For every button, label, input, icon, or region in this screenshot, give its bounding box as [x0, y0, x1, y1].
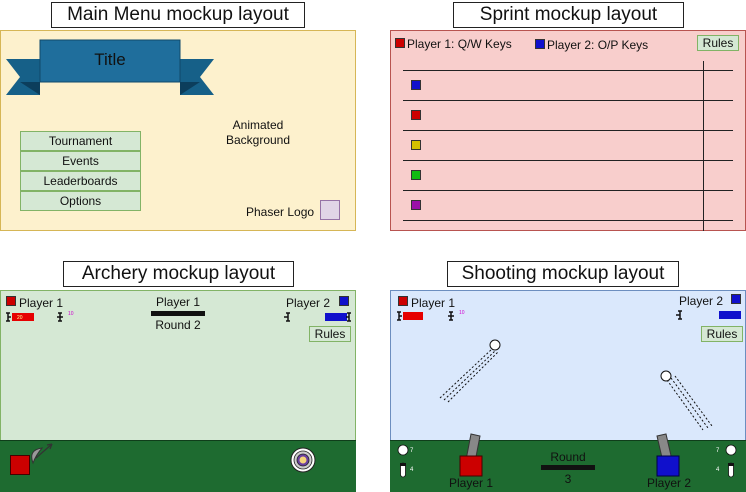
- shooting-right-shell-count: 4: [716, 467, 720, 473]
- sprint-player1-color: [395, 38, 405, 48]
- caption-main-menu: Main Menu mockup layout: [51, 2, 305, 28]
- archery-rules-button[interactable]: Rules: [309, 326, 351, 342]
- sprint-lane-line: [403, 220, 733, 221]
- caption-shooting: Shooting mockup layout: [447, 261, 679, 287]
- left-clay-target: [489, 339, 501, 351]
- archery-player1-name: Player 1: [19, 296, 64, 310]
- archery-turn-bar: [151, 311, 205, 316]
- caption-archery: Archery mockup layout: [63, 261, 294, 287]
- sprint-rules-button[interactable]: Rules: [697, 35, 739, 51]
- shooting-player2-power-meter: [676, 310, 741, 320]
- shooting-ground: [390, 440, 746, 492]
- shooting-player2-color: [731, 294, 741, 304]
- shooting-right-clay-count: 7: [716, 448, 720, 454]
- bow-icon: [31, 443, 53, 465]
- shooting-player2-gun: [656, 433, 680, 477]
- sprint-runner-blue: [411, 80, 421, 90]
- svg-text:20: 20: [17, 315, 23, 321]
- right-clay-target: [660, 370, 672, 382]
- menu-item-options[interactable]: Options: [20, 191, 141, 211]
- shooting-player1-name: Player 1: [411, 296, 456, 310]
- shooting-player2-name: Player 2: [679, 294, 724, 308]
- ribbon-fold-left: [20, 82, 40, 95]
- shooting-left-ammo-icons: [397, 444, 409, 478]
- shooting-player1-power-label: 10: [459, 310, 465, 316]
- left-clay-trajectory: [439, 347, 499, 403]
- title-ribbon: [6, 39, 214, 95]
- shooting-bottom-player2: Player 2: [647, 476, 692, 490]
- sprint-finish-line: [703, 61, 704, 231]
- archery-player2-name: Player 2: [286, 296, 331, 310]
- archery-target-icon: [290, 447, 316, 473]
- right-clay-trajectory: [666, 375, 713, 431]
- archery-current-player: Player 1: [155, 295, 201, 309]
- sprint-player2-color: [535, 39, 545, 49]
- shooting-left-clay-count: 7: [410, 448, 414, 454]
- menu-item-events[interactable]: Events: [20, 151, 141, 171]
- shooting-player1-color: [398, 296, 408, 306]
- shooting-player1-gun: [459, 433, 483, 477]
- archery-player1-power-label: 10: [68, 311, 74, 317]
- shooting-trajectories: [439, 339, 713, 431]
- sprint-lane-line: [403, 160, 733, 161]
- menu-item-leaderboards[interactable]: Leaderboards: [20, 171, 141, 191]
- shooting-round-bar: [541, 465, 595, 470]
- archery-player1-color: [6, 296, 16, 306]
- archery-player2-power-meter: [284, 312, 351, 322]
- animated-background-label: Animated Background: [225, 118, 291, 147]
- shooting-bottom-player1: Player 1: [449, 476, 494, 490]
- sprint-lane-line: [403, 190, 733, 191]
- archery-player1-power-meter: 20: [6, 312, 63, 322]
- shooting-round-label: Round: [550, 450, 586, 464]
- sprint-runner-yellow: [411, 140, 421, 150]
- menu-item-tournament[interactable]: Tournament: [20, 131, 141, 151]
- shooting-left-shell-count: 4: [410, 467, 414, 473]
- phaser-logo-placeholder: [320, 200, 340, 220]
- ribbon-body: [39, 39, 181, 83]
- sprint-runner-green: [411, 170, 421, 180]
- ribbon-fold-right: [180, 82, 200, 95]
- caption-sprint: Sprint mockup layout: [453, 2, 684, 28]
- sprint-lane-line: [403, 70, 733, 71]
- shooting-right-ammo-icons: [725, 444, 737, 478]
- shooting-rules-button[interactable]: Rules: [701, 326, 743, 342]
- shooting-player1-power-meter: [397, 311, 454, 321]
- sprint-runner-red: [411, 110, 421, 120]
- sprint-player2-keys: Player 2: O/P Keys: [547, 38, 649, 52]
- sprint-lane-line: [403, 130, 733, 131]
- archery-player-block: [10, 455, 30, 475]
- archery-round-label: Round 2: [155, 318, 201, 332]
- archery-player2-color: [339, 296, 349, 306]
- menu-title: Title: [94, 50, 126, 69]
- sprint-player1-keys: Player 1: Q/W Keys: [407, 37, 512, 51]
- phaser-logo-label: Phaser Logo: [246, 205, 315, 219]
- sprint-lane-line: [403, 100, 733, 101]
- sprint-runner-purple: [411, 200, 421, 210]
- shooting-round-value: 3: [564, 472, 572, 486]
